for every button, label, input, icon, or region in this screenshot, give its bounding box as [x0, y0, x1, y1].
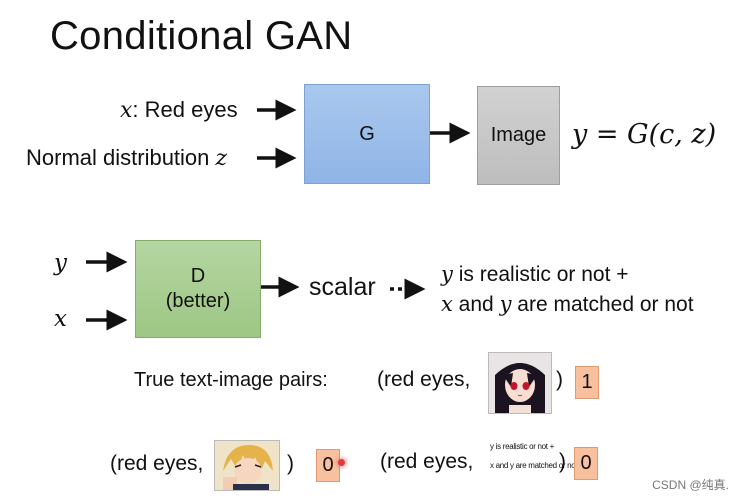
pair2-score: 0 [316, 449, 340, 482]
generator-equation: y = G(c, z) [572, 119, 717, 150]
pair3-open: (red eyes, [380, 450, 474, 473]
generator-label: G [359, 122, 375, 145]
disc-input-y: y [54, 250, 67, 276]
image-label: Image [490, 124, 547, 146]
pair1-open: (red eyes, [377, 368, 471, 391]
inset-line1: y is realistic or not + [490, 442, 555, 451]
pair1-score: 1 [575, 366, 599, 399]
watermark: CSDN @纯真. [652, 478, 729, 492]
var-y: y [499, 292, 512, 316]
pair1-close: ) [556, 368, 563, 391]
disc-desc-line1: y is realistic or not + [441, 262, 629, 287]
normal-distribution-text: Normal distribution [26, 145, 216, 170]
disc-desc-line2: x and y are matched or not [441, 292, 694, 317]
disc-input-x: x [54, 306, 67, 332]
anime-girl-image [488, 352, 552, 414]
slide-title: Conditional GAN [50, 14, 353, 58]
text-image-inset: y is realistic or not + x and y are matc… [490, 440, 578, 480]
discriminator-label: D [190, 265, 206, 287]
var-z: z [215, 146, 228, 171]
inset-line2: x and y are matched or not [490, 461, 578, 470]
anime-boy-image [214, 440, 280, 491]
pair3-close: ) [559, 450, 566, 473]
var-x: x [120, 98, 133, 123]
matched-text: are matched or not [511, 293, 694, 316]
var-y: y [441, 262, 453, 286]
gen-input-normal-distribution: Normal distribution z [26, 145, 227, 171]
true-pairs-label: True text-image pairs: [134, 369, 328, 391]
discriminator-box: D (better) [135, 240, 261, 338]
laser-pointer-dot [338, 459, 345, 466]
realistic-text: is realistic or not + [452, 263, 629, 286]
red-eyes-text: : Red eyes [132, 97, 238, 122]
pair2-close: ) [287, 452, 294, 475]
var-x: x [441, 292, 453, 316]
and-text: and [452, 293, 500, 316]
scalar-output: scalar [309, 273, 376, 301]
discriminator-sublabel: (better) [165, 290, 231, 312]
pair3-score: 0 [574, 447, 598, 480]
pair2-open: (red eyes, [110, 452, 204, 475]
gen-input-red-eyes: x: Red eyes [120, 97, 238, 123]
generator-box: G [304, 84, 430, 184]
image-box: Image [477, 86, 560, 185]
